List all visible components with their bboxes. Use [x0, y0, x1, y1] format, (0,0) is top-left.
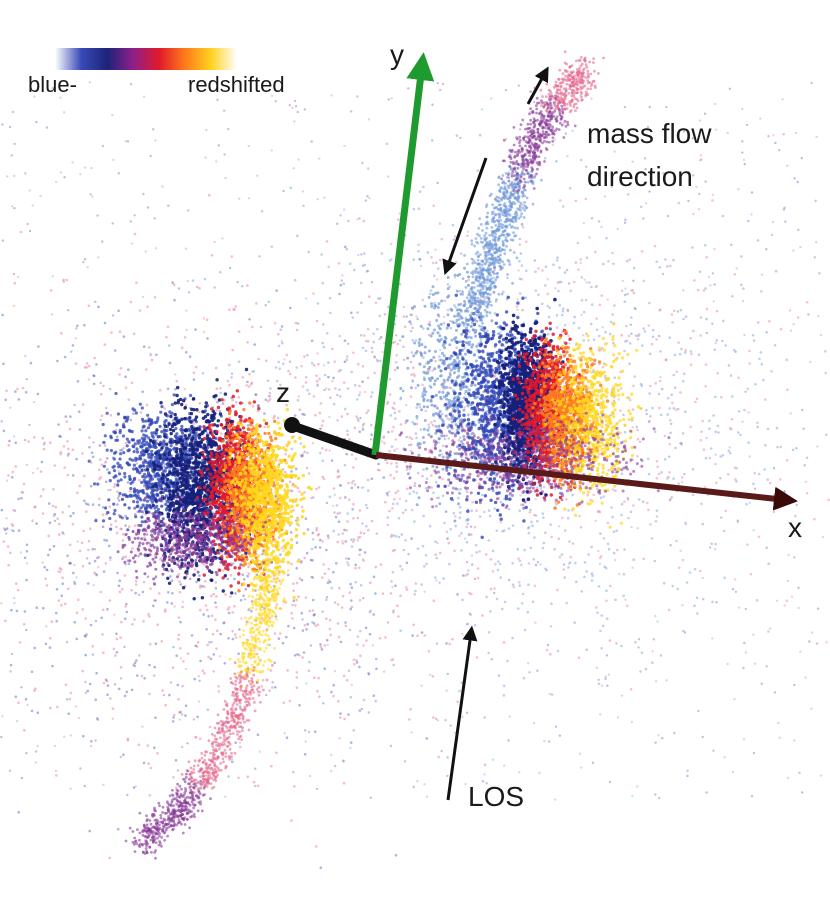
mass-flow-label-line1: mass flow [587, 118, 712, 149]
colorbar-blue-label: blue- [28, 72, 77, 97]
mass-flow-label-line2: direction [587, 161, 693, 192]
z-axis-label: z [276, 377, 290, 408]
los-arrow [446, 625, 478, 801]
x-axis-arrow [375, 452, 798, 511]
y-axis-arrow [371, 52, 435, 456]
particle-cloud [0, 50, 830, 869]
line-of-sight: LOS [446, 625, 524, 812]
mass-flow-annotation: mass flow direction [442, 66, 712, 276]
flow-arrow-outward [526, 66, 549, 105]
velocity-colorbar: blue- redshifted [28, 48, 285, 97]
coordinate-axes: y z x [276, 39, 802, 543]
colorbar-red-label: redshifted [188, 72, 285, 97]
z-axis-tip-icon [284, 417, 300, 433]
z-axis [291, 422, 381, 460]
y-axis-label: y [390, 39, 404, 70]
x-axis-label: x [788, 512, 802, 543]
los-label: LOS [468, 781, 524, 812]
flow-arrow-inward [442, 157, 488, 276]
colorbar-gradient [55, 48, 237, 70]
